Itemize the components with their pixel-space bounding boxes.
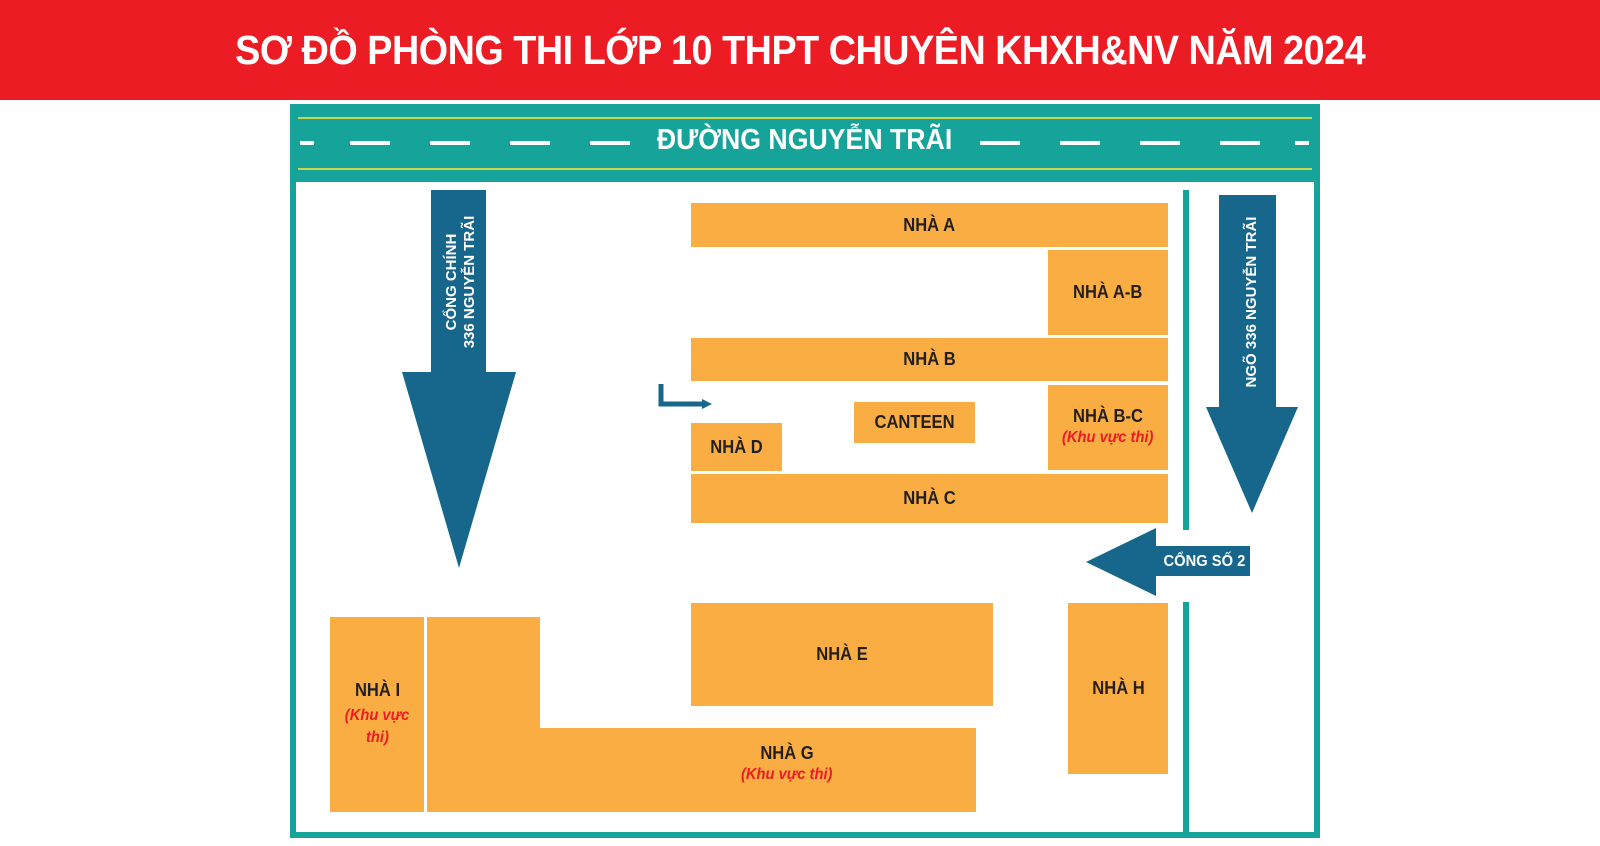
building-a[interactable]: NHÀ A <box>691 203 1168 247</box>
road-dash <box>1295 141 1309 145</box>
building-e[interactable]: NHÀ E <box>691 603 993 706</box>
gate2-label: CỔNG SỐ 2 <box>1163 553 1246 570</box>
road-edge-line <box>298 117 1312 119</box>
main-gate-label: CỔNG CHÍNH 336 NGUYỄN TRÃI <box>443 215 478 349</box>
exam-area-note: (Khu vực thi) <box>1062 429 1154 446</box>
exam-area-note: thi) <box>365 729 389 746</box>
alley-wall-upper <box>1183 190 1189 530</box>
exam-area-note: (Khu vực thi) <box>740 766 833 783</box>
alley-label: NGÕ 336 NGUYỄN TRÃI <box>1243 216 1260 388</box>
road-dash <box>1220 141 1260 145</box>
road-dash <box>590 141 630 145</box>
building-c[interactable]: NHÀ C <box>691 474 1168 523</box>
road-dash <box>430 141 470 145</box>
alley-wall-lower <box>1183 602 1189 838</box>
road-nguyen-trai: ĐƯỜNG NGUYỄN TRÃI <box>290 104 1320 182</box>
road-dash <box>980 141 1020 145</box>
building-b[interactable]: NHÀ B <box>691 338 1168 381</box>
road-dash <box>300 141 314 145</box>
alley-arrow-icon <box>1206 195 1298 513</box>
gate2-arrow-icon <box>1086 528 1250 596</box>
road-dash <box>1140 141 1180 145</box>
road-label: ĐƯỜNG NGUYỄN TRÃI <box>290 124 1320 157</box>
road-dash <box>510 141 550 145</box>
building-b-c[interactable]: NHÀ B-C (Khu vực thi) <box>1048 385 1168 470</box>
main-gate-arrow-icon <box>402 190 516 568</box>
building-canteen[interactable]: CANTEEN <box>854 402 975 443</box>
exam-area-note: (Khu vực <box>344 707 410 724</box>
building-d[interactable]: NHÀ D <box>691 423 782 471</box>
building-g[interactable]: NHÀ G (Khu vực thi) <box>427 728 976 812</box>
building-i[interactable]: NHÀ I (Khu vực thi) <box>330 617 424 812</box>
road-dash <box>350 141 390 145</box>
entrance-arrow-icon <box>658 384 712 409</box>
building-a-b[interactable]: NHÀ A-B <box>1048 250 1168 335</box>
road-edge-line <box>298 168 1312 170</box>
header-banner: SƠ ĐỒ PHÒNG THI LỚP 10 THPT CHUYÊN KHXH&… <box>0 0 1600 100</box>
building-h[interactable]: NHÀ H <box>1068 603 1168 774</box>
page-title: SƠ ĐỒ PHÒNG THI LỚP 10 THPT CHUYÊN KHXH&… <box>234 26 1366 73</box>
road-dash <box>1060 141 1100 145</box>
